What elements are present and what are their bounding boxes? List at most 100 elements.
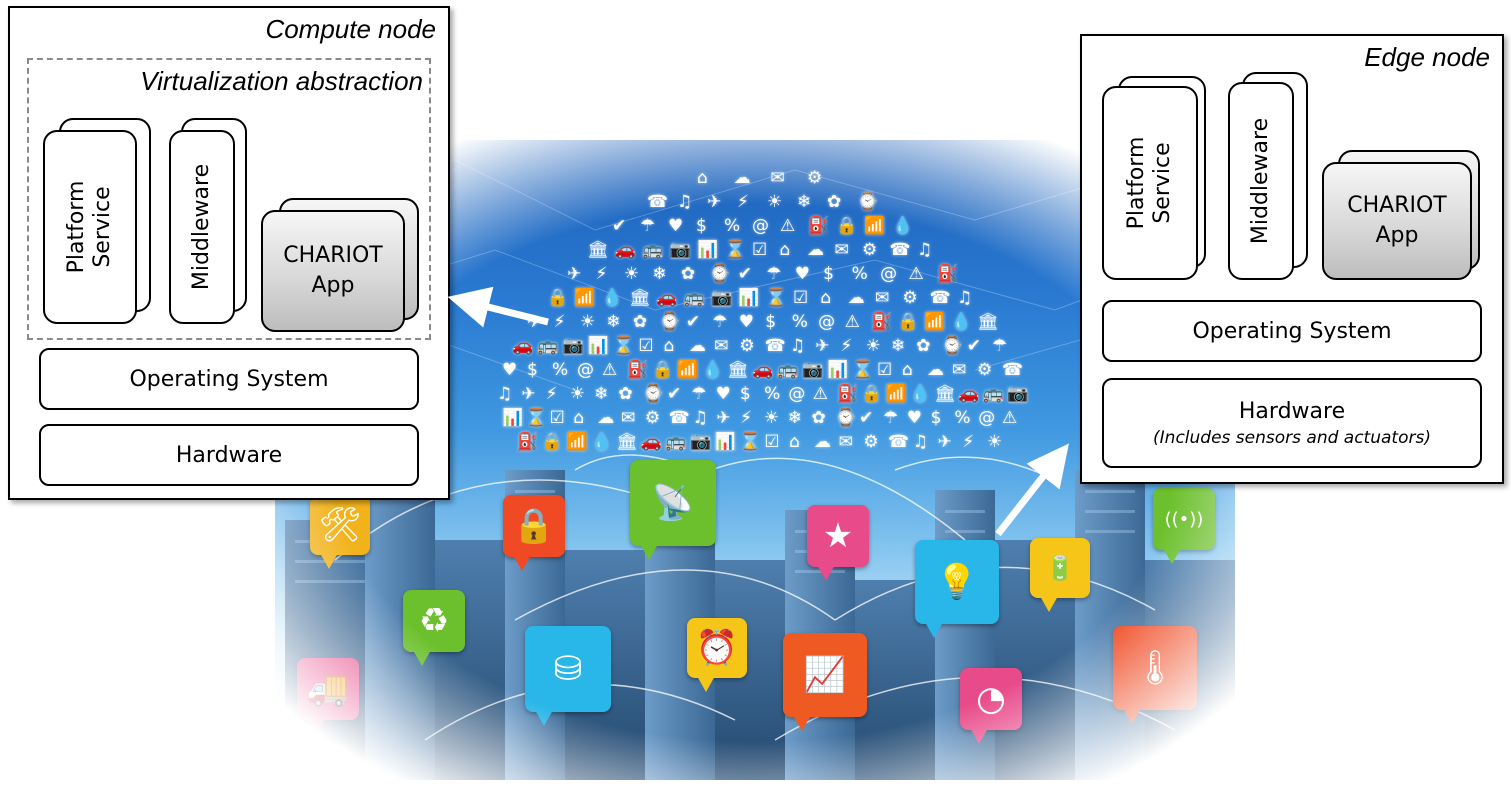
cloud-small-icon: ✔ [966, 336, 981, 356]
cloud-small-icon: ☑ [752, 240, 768, 260]
cloud-small-icon: 📷 [669, 240, 691, 260]
cloud-small-icon: ⚡ [545, 384, 558, 404]
cloud-small-icon: ♫ [692, 408, 708, 428]
virtualization-abstraction-box: Virtualization abstraction Platform Serv… [27, 58, 431, 340]
cloud-small-icon: ♫ [917, 240, 933, 260]
cloud-small-icon: ☂ [882, 408, 899, 428]
cloud-small-icon: $ [739, 384, 751, 404]
cloud-small-icon: % [552, 360, 569, 380]
platform-service-label: Platform Service [1124, 136, 1175, 230]
cloud-small-icon: 📶 [677, 360, 699, 380]
clock-icon: ⏰ [687, 618, 747, 692]
cloud-small-icon: 💧 [909, 384, 932, 404]
hardware-bar: Hardware [39, 424, 419, 486]
virtualization-abstraction-label: Virtualization abstraction [140, 66, 423, 96]
cloud-small-icon: @ [752, 216, 769, 236]
lock-icon: 🔒 [503, 495, 565, 571]
chariot-app-card: CHARIOT App [1322, 162, 1472, 280]
cloud-small-icon: @ [577, 360, 594, 380]
cloud-small-icon: $ [823, 264, 834, 284]
cloud-small-icon: 🔒 [652, 360, 674, 380]
cloud-small-icon: ☂ [640, 216, 656, 236]
cloud-small-icon: ⚡ [840, 336, 853, 356]
wireless-signal-icon: ((•)) [1153, 488, 1215, 564]
cloud-small-icon: ✿ [618, 384, 633, 404]
middleware-label: Middleware [1248, 117, 1273, 245]
cloud-small-icon: ⌛ [852, 360, 874, 380]
cloud-small-icon: ☀ [865, 336, 881, 356]
cloud-small-icon: ☎ [889, 240, 911, 260]
cloud-small-icon: ☎ [764, 336, 786, 356]
cloud-small-icon: ⌛ [525, 408, 547, 428]
cloud-small-icon: ✿ [827, 192, 842, 212]
cloud-small-icon: ☂ [992, 336, 1008, 356]
cloud-small-icon: ☎ [929, 288, 951, 308]
cloud-small-icon: ✉ [714, 336, 729, 356]
cloud-small-icon: ♥ [738, 312, 754, 332]
cloud-small-icon: 💧 [892, 216, 914, 236]
operating-system-bar: Operating System [1102, 300, 1482, 362]
cloud-small-icon: 📊 [738, 288, 760, 308]
cloud-small-icon: ✉ [621, 408, 636, 428]
cloud-small-icon: ☁ [927, 360, 944, 380]
chariot-app-card: CHARIOT App [261, 210, 405, 332]
cloud-small-icon: ☑ [877, 360, 893, 380]
cloud-small-icon: ❄ [606, 312, 621, 332]
cloud-small-icon: ⚙ [977, 360, 993, 380]
cloud-small-icon: ☁ [733, 168, 751, 188]
satellite-dish-icon: 📡 [630, 460, 716, 560]
thermometer-icon: 🌡 [1113, 626, 1197, 724]
cloud-small-icon: 📷 [802, 360, 824, 380]
cloud-small-icon: 🚗 [958, 384, 980, 404]
cloud-small-icon: % [954, 408, 971, 428]
cloud-small-icon: ✔ [612, 216, 627, 236]
cloud-small-icon: ☀ [987, 432, 1003, 452]
cloud-small-icon: % [724, 216, 741, 236]
database-add-icon: ⛁ [525, 626, 611, 726]
cloud-small-icon: ⌛ [739, 432, 761, 452]
cloud-small-icon: ☁ [688, 336, 706, 356]
cloud-small-icon: 📊 [827, 360, 849, 380]
cloud-small-icon: @ [880, 264, 898, 284]
cloud-small-icon: ⌂ [902, 360, 913, 380]
cloud-small-icon: ⚙ [863, 432, 879, 452]
cloud-small-icon: ⌚ [659, 312, 681, 332]
cloud-small-icon: ☎ [668, 408, 690, 428]
cloud-small-icon: ⌛ [765, 288, 787, 308]
cloud-small-icon: 🏛 [629, 288, 651, 308]
cloud-small-icon: % [764, 384, 781, 404]
cloud-small-icon: ✉ [838, 432, 853, 452]
cloud-small-icon: ✔ [685, 312, 701, 332]
cloud-small-icon: ♥ [715, 384, 731, 404]
cloud-small-icon: 🚌 [537, 336, 559, 356]
cloud-small-icon: 🚗 [656, 288, 678, 308]
cloud-small-icon: 💧 [950, 312, 972, 332]
cloud-small-icon: 🔒 [547, 288, 569, 308]
cloud-small-icon: 💧 [702, 360, 724, 380]
middleware-card: Middleware [169, 130, 235, 324]
cloud-small-icon: ⌚ [709, 264, 731, 284]
cloud-small-icon: ⛽ [837, 384, 859, 404]
cloud-small-icon: ❄ [594, 384, 609, 404]
cloud-small-icon: ☀ [767, 192, 783, 212]
middleware-label: Middleware [189, 163, 214, 291]
cloud-small-icon: ⌚ [835, 408, 857, 428]
lightbulb-icon: 💡 [915, 540, 999, 638]
cloud-small-icon: 📶 [566, 432, 588, 452]
cloud-small-icon: 🚌 [665, 432, 687, 452]
cloud-small-icon: 🏛 [727, 360, 749, 380]
cloud-small-icon: ☎ [888, 432, 910, 452]
cloud-small-icon: ☂ [691, 384, 707, 404]
cloud-small-icon: ⚙ [739, 336, 755, 356]
cloud-small-icon: ✈ [521, 384, 536, 404]
edge-node-box: Edge node Platform Service Middleware CH… [1080, 34, 1504, 484]
cloud-small-icon: ⚡ [553, 312, 566, 332]
cloud-small-icon: 💧 [591, 432, 613, 452]
cloud-small-icon: 🔒 [836, 216, 858, 236]
cloud-small-icon: ⛽ [627, 360, 649, 380]
cloud-small-icon: ✈ [815, 336, 830, 356]
cloud-small-icon: ☑ [793, 288, 809, 308]
cloud-small-icon: ☀ [569, 384, 586, 404]
cloud-small-icon: 📊 [697, 240, 719, 260]
cloud-small-icon: ⚙ [644, 408, 661, 428]
